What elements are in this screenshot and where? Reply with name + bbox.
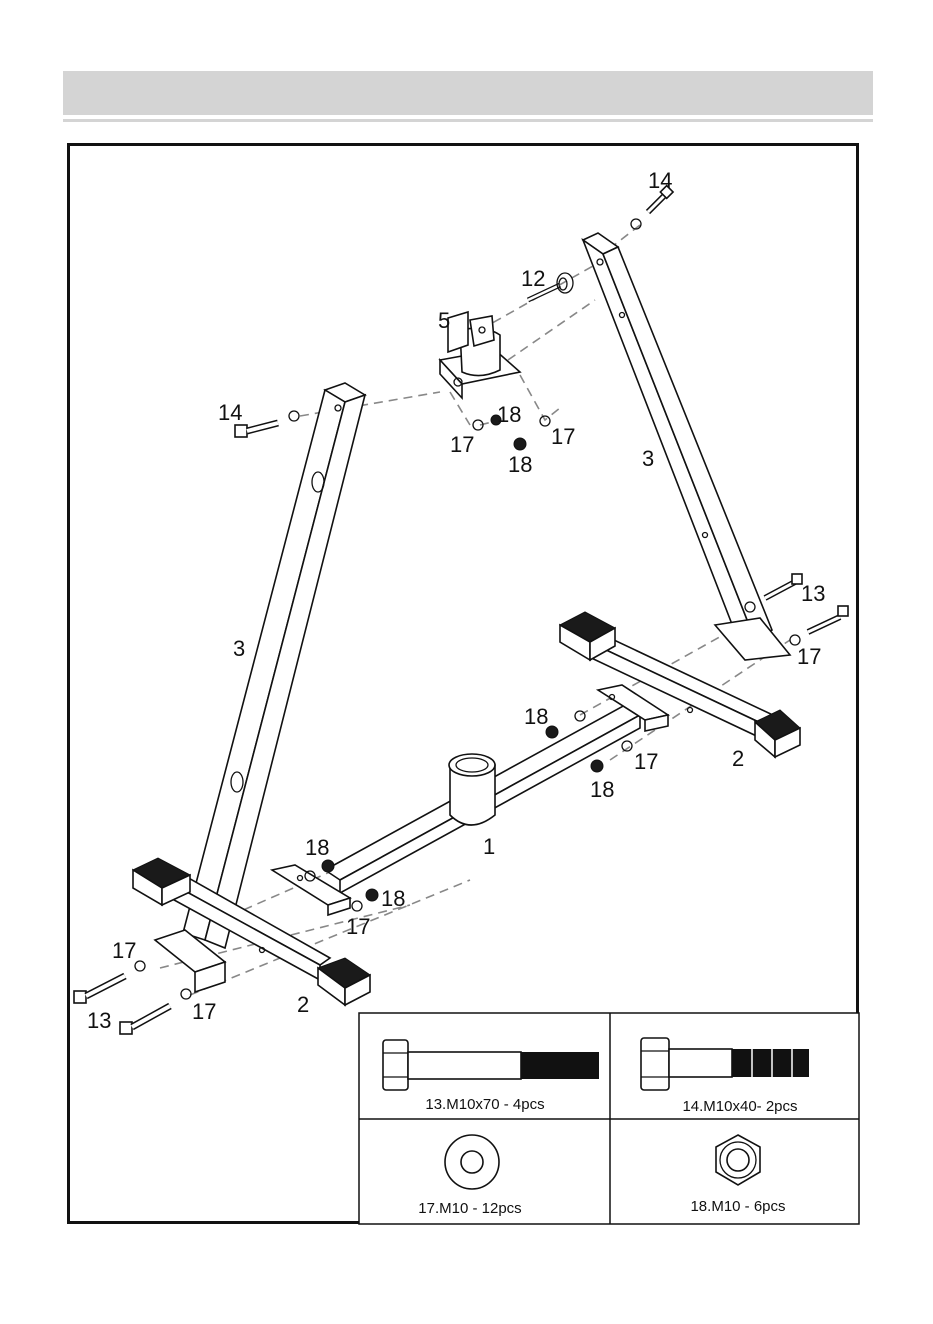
callout-17-c: 17 [634,749,658,774]
hardware-label-18: 18.M10 - 6pcs [690,1198,785,1215]
callout-17-f: 17 [192,999,216,1024]
callout-17-right: 17 [797,644,821,669]
callout-17-e: 17 [112,938,136,963]
left-foot [133,858,370,1005]
callout-3-left: 3 [233,636,245,661]
callout-14-top: 14 [648,168,672,193]
callout-18-f: 18 [381,886,405,911]
callout-18-e: 18 [305,835,329,860]
callout-3-right: 3 [642,446,654,471]
callout-1: 1 [483,834,495,859]
callout-17-b: 17 [551,424,575,449]
top-bracket [440,312,520,398]
callout-18-c: 18 [524,704,548,729]
hardware-legend: 13.M10x70 - 4pcs 14.M10x40- 2pcs 17.M10 … [359,1013,859,1224]
hardware-label-14: 14.M10x40- 2pcs [682,1098,797,1115]
callout-2-right: 2 [732,746,744,771]
callout-13-right: 13 [801,581,825,606]
callout-14-left: 14 [218,400,242,425]
washer-icon [445,1135,499,1189]
callout-5: 5 [438,308,450,333]
callout-2-left: 2 [297,992,309,1017]
hardware-label-13: 13.M10x70 - 4pcs [425,1096,544,1113]
callout-17-d: 17 [346,914,370,939]
callout-12: 12 [521,266,545,291]
callout-18-a: 18 [497,402,521,427]
callout-17-a: 17 [450,432,474,457]
callout-18-b: 18 [508,452,532,477]
hardware-label-17: 17.M10 - 12pcs [418,1200,521,1217]
callout-13-left: 13 [87,1008,111,1033]
callout-18-d: 18 [590,777,614,802]
right-upright-tube [583,233,790,660]
